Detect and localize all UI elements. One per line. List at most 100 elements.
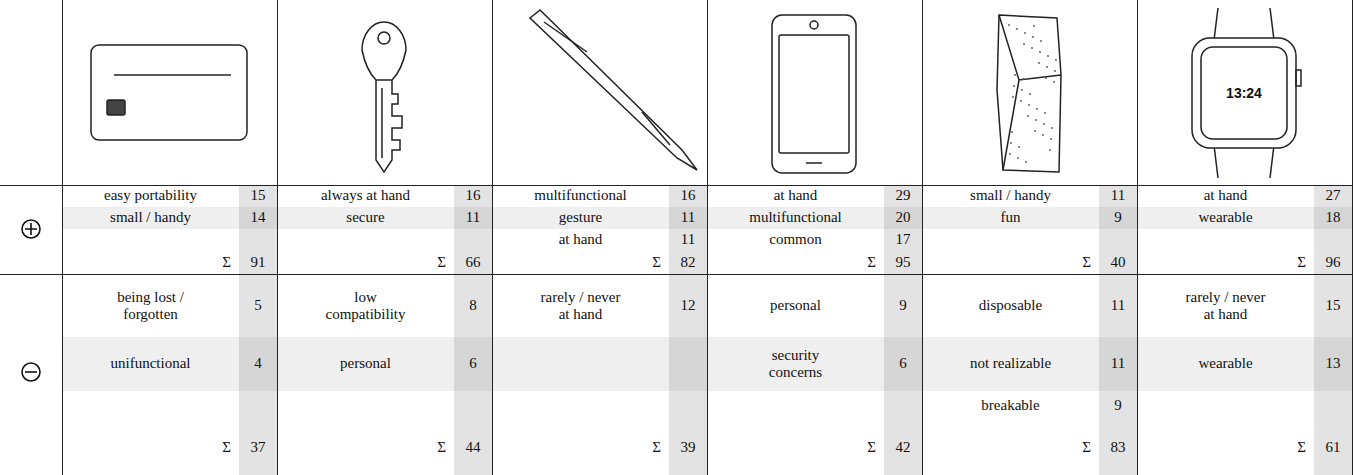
napkin-dot bbox=[1049, 149, 1051, 151]
sum-symbol: Σ bbox=[437, 254, 446, 271]
count-number: 9 bbox=[899, 297, 907, 314]
aspect-cell: wearable bbox=[1137, 337, 1314, 391]
count-cell: 13 bbox=[1314, 337, 1352, 391]
aspect-text: disposable bbox=[979, 297, 1042, 314]
count-number: 11 bbox=[681, 231, 695, 248]
count-number: 42 bbox=[896, 439, 911, 456]
napkin-dot bbox=[1036, 108, 1038, 110]
phone-screen bbox=[779, 35, 849, 153]
count-cell: 5 bbox=[239, 275, 277, 337]
aspect-cell: wearable bbox=[1137, 207, 1314, 229]
column-rule bbox=[1137, 0, 1138, 475]
aspect-text: at hand bbox=[559, 231, 603, 248]
napkin-dot bbox=[1016, 28, 1018, 30]
count-number: 39 bbox=[681, 439, 696, 456]
sum-cell: Σ bbox=[492, 421, 669, 475]
count-cell: 17 bbox=[884, 229, 922, 251]
number-column bbox=[454, 186, 492, 475]
napkin-dot bbox=[1046, 66, 1048, 68]
number-shade bbox=[1099, 337, 1137, 391]
sum-cell: Σ bbox=[277, 421, 454, 475]
aspect-text: low compatibility bbox=[321, 289, 411, 324]
count-number: 61 bbox=[1326, 439, 1341, 456]
count-number: 83 bbox=[1111, 439, 1126, 456]
count-cell: 66 bbox=[454, 251, 492, 274]
watch-case bbox=[1192, 38, 1296, 148]
aspect-cell: fun bbox=[922, 207, 1099, 229]
aspect-cell: unifunctional bbox=[62, 337, 239, 391]
count-cell: 9 bbox=[1099, 391, 1137, 421]
aspect-cell: disposable bbox=[922, 275, 1099, 337]
count-cell: 11 bbox=[669, 207, 707, 229]
count-cell: 12 bbox=[669, 275, 707, 337]
aspect-cell: personal bbox=[277, 337, 454, 391]
number-column bbox=[239, 186, 277, 475]
count-cell: 91 bbox=[239, 251, 277, 274]
watch-crown bbox=[1296, 70, 1301, 86]
sum-symbol: Σ bbox=[222, 254, 231, 271]
count-cell: 16 bbox=[669, 185, 707, 207]
sum-symbol: Σ bbox=[867, 439, 876, 456]
aspect-text: multifunctional bbox=[749, 209, 841, 226]
plus-sign bbox=[25, 223, 37, 235]
aspect-cell: low compatibility bbox=[277, 275, 454, 337]
count-number: 16 bbox=[466, 187, 481, 204]
napkin-dot bbox=[1038, 62, 1040, 64]
column-rule bbox=[492, 0, 493, 475]
napkin-dot bbox=[1053, 81, 1055, 83]
header-rule bbox=[0, 185, 1353, 186]
napkin-dot bbox=[1039, 51, 1041, 53]
sum-cell: Σ bbox=[492, 251, 669, 274]
sum-cell: Σ bbox=[922, 251, 1099, 274]
sum-symbol: Σ bbox=[1082, 439, 1091, 456]
number-shade bbox=[239, 207, 277, 229]
count-cell: 11 bbox=[454, 207, 492, 229]
aspect-text: multifunctional bbox=[534, 187, 626, 204]
count-number: 11 bbox=[466, 209, 480, 226]
pen-body bbox=[530, 10, 697, 170]
count-number: 11 bbox=[681, 209, 695, 226]
sum-cell: Σ bbox=[707, 251, 884, 274]
napkin-dot bbox=[1028, 104, 1030, 106]
number-shade bbox=[1314, 207, 1352, 229]
count-number: 9 bbox=[1114, 209, 1122, 226]
sum-cell: Σ bbox=[277, 251, 454, 274]
watch-screen bbox=[1201, 47, 1287, 139]
count-number: 6 bbox=[899, 355, 907, 372]
aspect-text: breakable bbox=[981, 397, 1039, 414]
card-chip bbox=[107, 100, 125, 115]
count-cell: 9 bbox=[884, 275, 922, 337]
sum-cell: Σ bbox=[62, 251, 239, 274]
count-number: 12 bbox=[681, 297, 696, 314]
napkin-icon bbox=[997, 15, 1061, 172]
count-cell: 15 bbox=[239, 185, 277, 207]
aspect-cell: secure bbox=[277, 207, 454, 229]
napkin-texture bbox=[1008, 24, 1057, 163]
number-shade bbox=[884, 337, 922, 391]
count-number: 82 bbox=[681, 254, 696, 271]
aspect-text: personal bbox=[770, 297, 821, 314]
aspect-cell: always at hand bbox=[277, 185, 454, 207]
aspect-cell: at hand bbox=[707, 185, 884, 207]
count-number: 29 bbox=[896, 187, 911, 204]
phone-camera bbox=[810, 21, 818, 29]
column-rule bbox=[922, 0, 923, 475]
aspect-cell: small / handy bbox=[62, 207, 239, 229]
aspect-text: not realizable bbox=[970, 355, 1051, 372]
napkin-dot bbox=[1035, 119, 1037, 121]
number-shade bbox=[669, 337, 707, 391]
count-number: 14 bbox=[251, 209, 266, 226]
count-cell: 11 bbox=[669, 229, 707, 251]
napkin-dot bbox=[1020, 100, 1022, 102]
count-number: 18 bbox=[1326, 209, 1341, 226]
napkin-dot bbox=[1050, 138, 1052, 140]
sum-cell: Σ bbox=[707, 421, 884, 475]
aspect-text: at hand bbox=[774, 187, 818, 204]
count-number: 9 bbox=[1114, 397, 1122, 414]
count-cell: 16 bbox=[454, 185, 492, 207]
watch-time: 13:24 bbox=[1226, 85, 1262, 101]
count-cell: 15 bbox=[1314, 275, 1352, 337]
number-shade bbox=[454, 207, 492, 229]
count-number: 15 bbox=[251, 187, 266, 204]
